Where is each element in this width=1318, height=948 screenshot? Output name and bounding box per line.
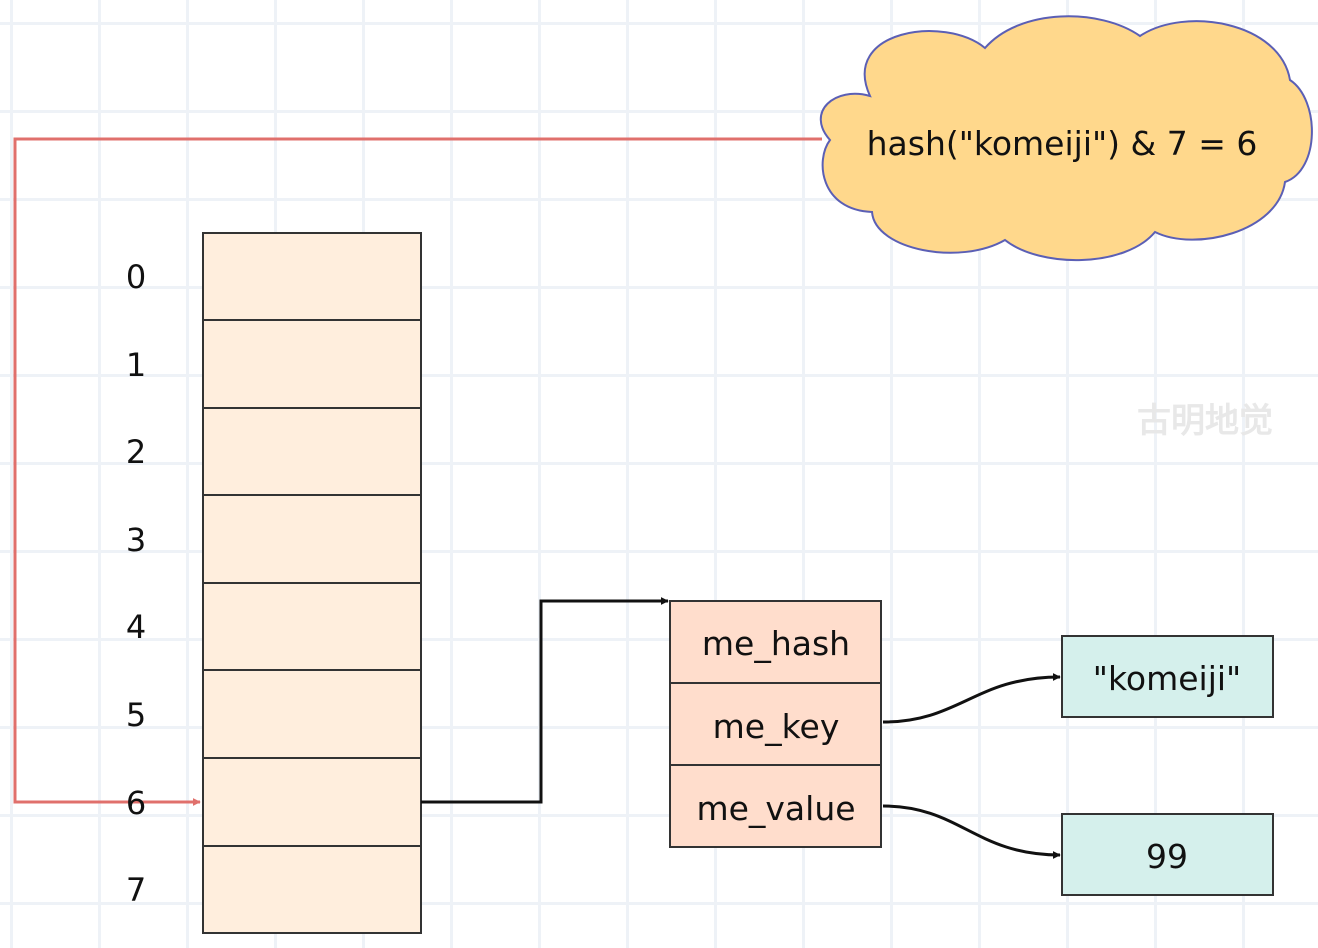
value-object-label: 99	[1146, 837, 1188, 876]
key-object-box: "komeiji"	[1061, 635, 1274, 718]
table-cell-0	[202, 232, 422, 321]
index-label: 6	[126, 784, 146, 822]
index-label: 4	[126, 608, 146, 646]
watermark: 古明地觉	[1137, 401, 1273, 441]
index-label: 2	[126, 433, 146, 471]
slot-to-entry-arrow	[421, 597, 669, 804]
index-label: 7	[126, 871, 146, 909]
index-label: 3	[126, 521, 146, 559]
table-indices: 0 1 2 3 4 5 6 7	[126, 258, 146, 909]
table-cell-1	[202, 319, 422, 409]
hash-cloud: hash("komeiji") & 7 = 6	[819, 15, 1313, 261]
entry-box: me_hash me_key me_value	[669, 600, 882, 848]
hash-table	[202, 232, 422, 934]
table-cell-3	[202, 494, 422, 584]
value-object-box: 99	[1061, 813, 1274, 896]
entry-field-label: me_key	[713, 707, 840, 746]
table-cell-4	[202, 582, 422, 671]
entry-field-label: me_hash	[702, 624, 850, 663]
entry-field-label: me_value	[696, 789, 855, 828]
key-object-label: "komeiji"	[1093, 659, 1241, 698]
key-arrow	[882, 673, 1061, 724]
index-label: 5	[126, 696, 146, 734]
cloud-text: hash("komeiji") & 7 = 6	[867, 124, 1258, 163]
table-cell-2	[202, 407, 422, 496]
value-arrow	[882, 804, 1061, 859]
entry-field-me-key	[669, 682, 882, 766]
index-label: 1	[126, 346, 146, 384]
table-cell-7	[202, 845, 422, 934]
index-label: 0	[126, 258, 146, 296]
table-cell-6	[202, 757, 422, 847]
entry-field-me-value	[669, 764, 882, 848]
table-cell-5	[202, 669, 422, 759]
hash-result-arrow	[13, 137, 822, 806]
